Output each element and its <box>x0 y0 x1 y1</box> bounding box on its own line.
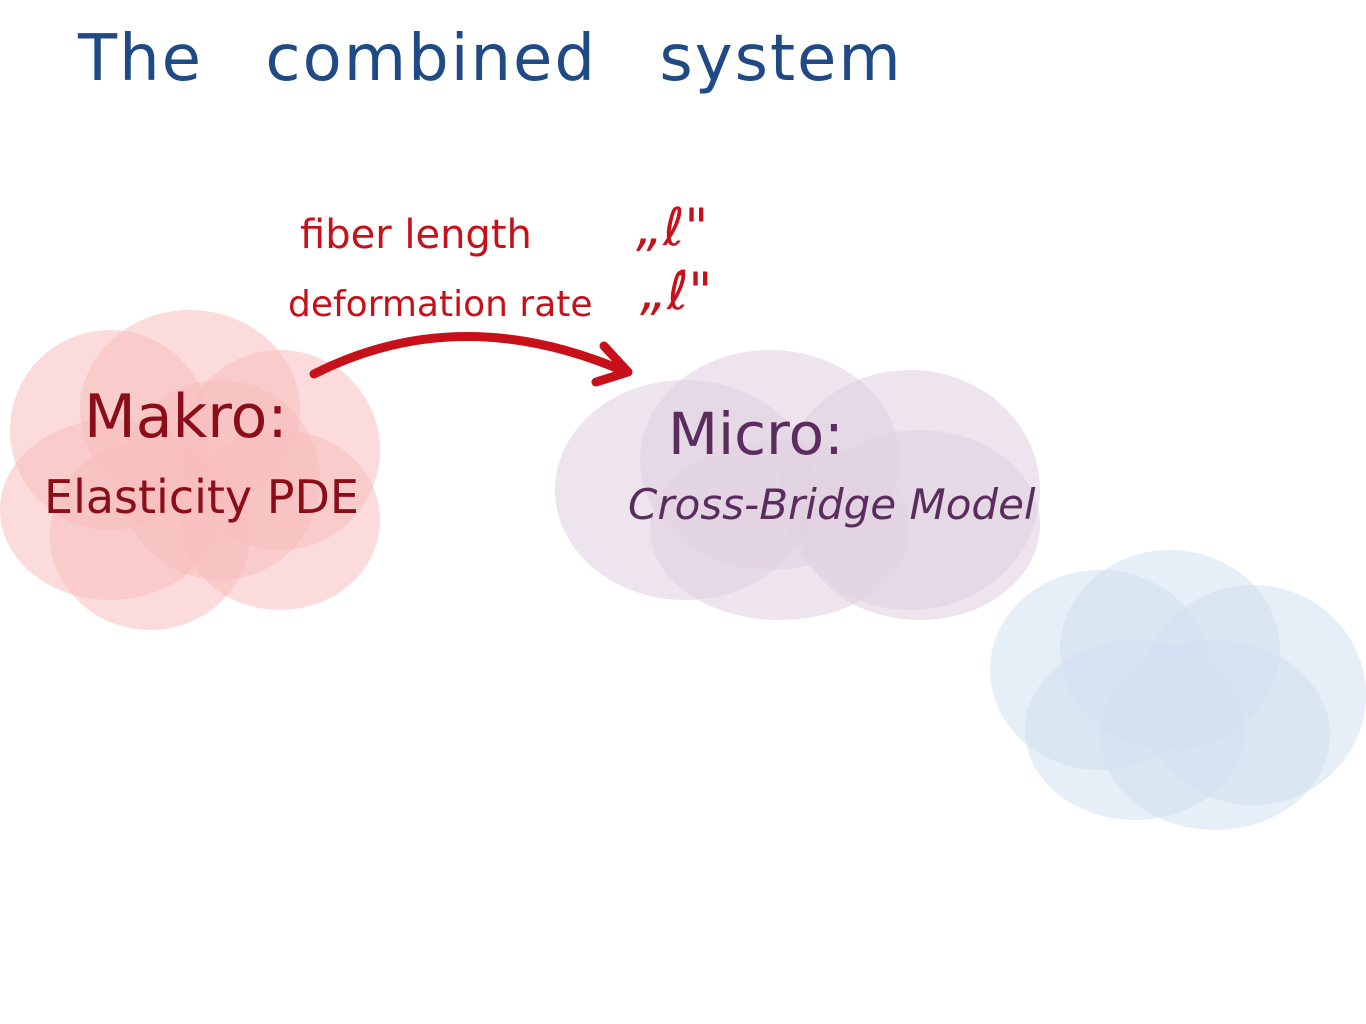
symbol-l-dot: „ℓ̇" <box>640 262 713 322</box>
arrow-label-deformation-rate: deformation rate <box>288 284 593 325</box>
makro-subtitle: Elasticity PDE <box>44 470 359 524</box>
micro-subtitle: Cross-Bridge Model <box>628 480 1036 529</box>
arrow-head <box>591 341 633 387</box>
arrow-shaft <box>309 332 631 379</box>
symbol-l: „ℓ" <box>636 198 709 258</box>
arrow-label-fiber-length: fiber length <box>300 212 532 258</box>
slide-title: The combined system <box>78 22 903 96</box>
makro-title: Makro: <box>84 382 288 452</box>
micro-title: Micro: <box>668 400 844 468</box>
